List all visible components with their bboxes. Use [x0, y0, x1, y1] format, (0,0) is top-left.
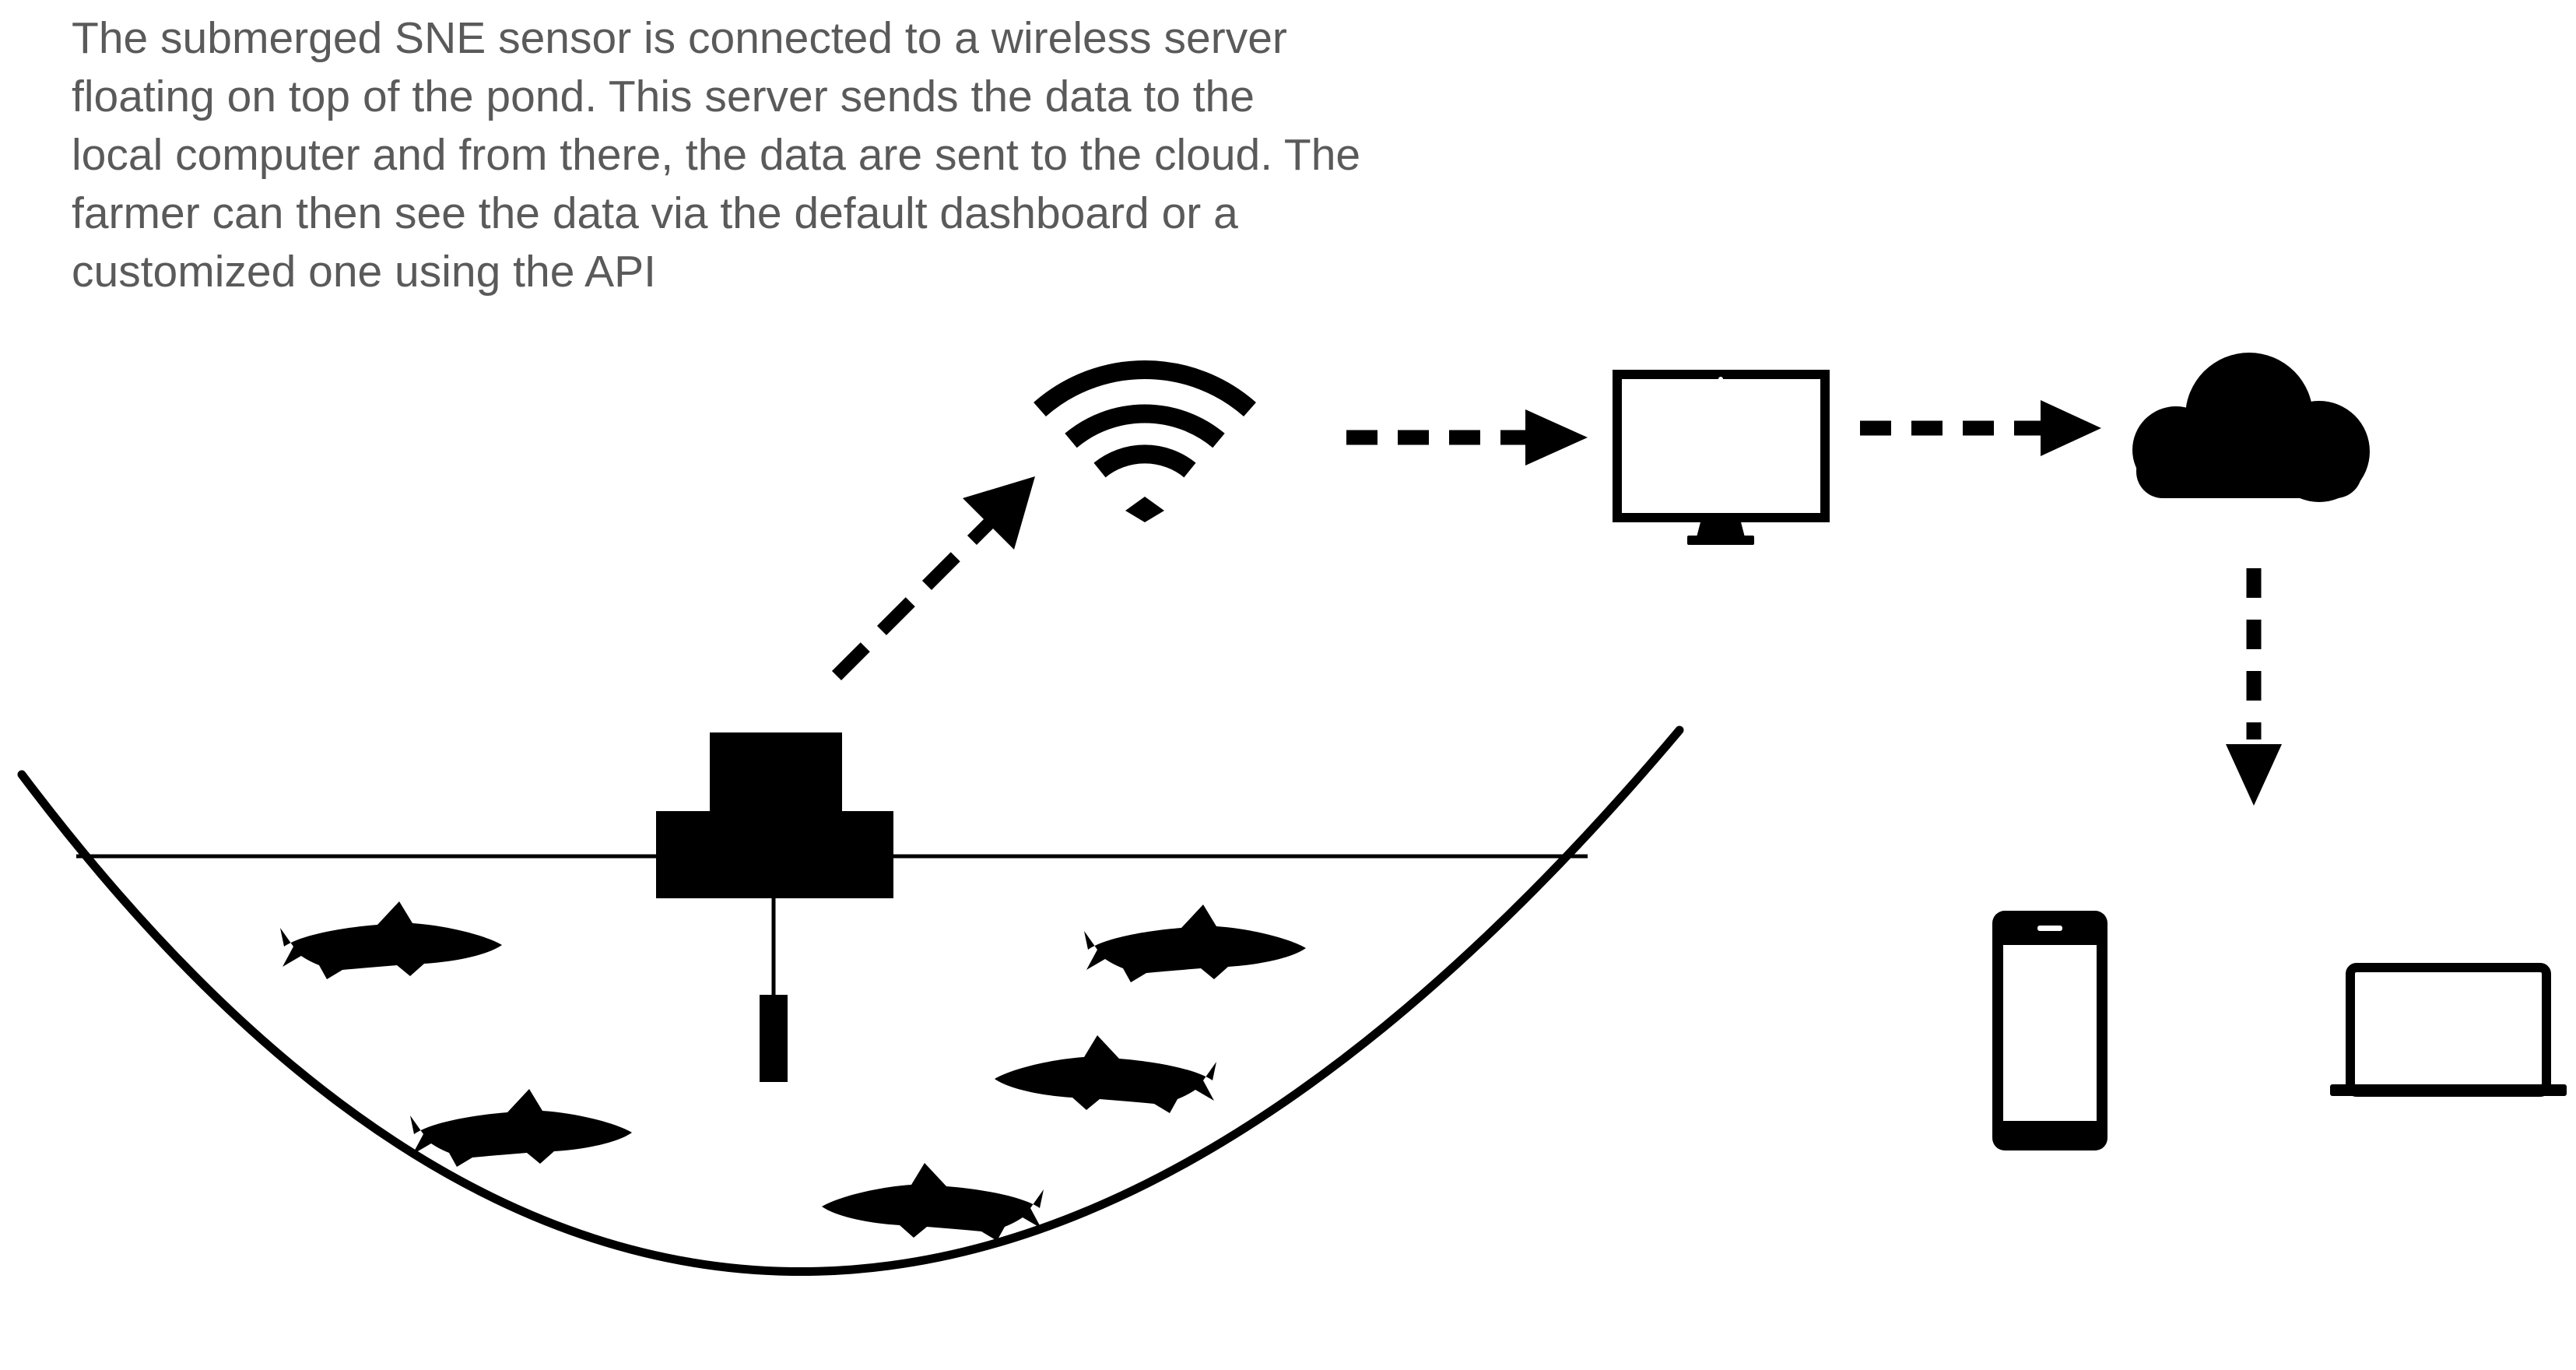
phone-speaker — [2037, 926, 2062, 931]
laptop-base — [2330, 1084, 2567, 1096]
floating-server-base — [656, 811, 893, 898]
monitor-bezel — [1613, 513, 1830, 519]
fish-icon — [280, 901, 502, 979]
phone-screen — [2003, 945, 2097, 1121]
sne-sensor-probe — [760, 995, 788, 1082]
arrow-computer-to-cloud — [1860, 400, 2101, 456]
pond-basin — [17, 725, 1684, 1277]
monitor-camera — [1718, 377, 1723, 381]
monitor-screen — [1613, 370, 1830, 522]
laptop-icon — [2330, 963, 2567, 1097]
arrow-cloud-to-devices — [2226, 568, 2282, 806]
monitor-foot — [1687, 536, 1754, 545]
fish-icon — [410, 1089, 632, 1167]
laptop-screen — [2346, 963, 2551, 1097]
arrow-sensor-to-wifi — [831, 476, 1035, 681]
monitor-stand — [1697, 519, 1745, 537]
smartphone-icon — [1992, 911, 2107, 1150]
fish-icon — [822, 1163, 1044, 1241]
wifi-icon — [1034, 360, 1256, 478]
cloud-icon — [2132, 353, 2370, 502]
monitor-icon — [1613, 370, 1830, 545]
diagram-caption: The submerged SNE sensor is connected to… — [72, 13, 1361, 297]
floating-server-top — [710, 732, 842, 817]
fish-icon — [995, 1035, 1216, 1113]
fish-group — [280, 901, 1306, 1241]
arrow-wifi-to-computer — [1346, 409, 1588, 465]
sensor-icon — [656, 732, 893, 1082]
fish-icon — [1084, 905, 1306, 982]
wifi-dot — [1125, 497, 1164, 522]
